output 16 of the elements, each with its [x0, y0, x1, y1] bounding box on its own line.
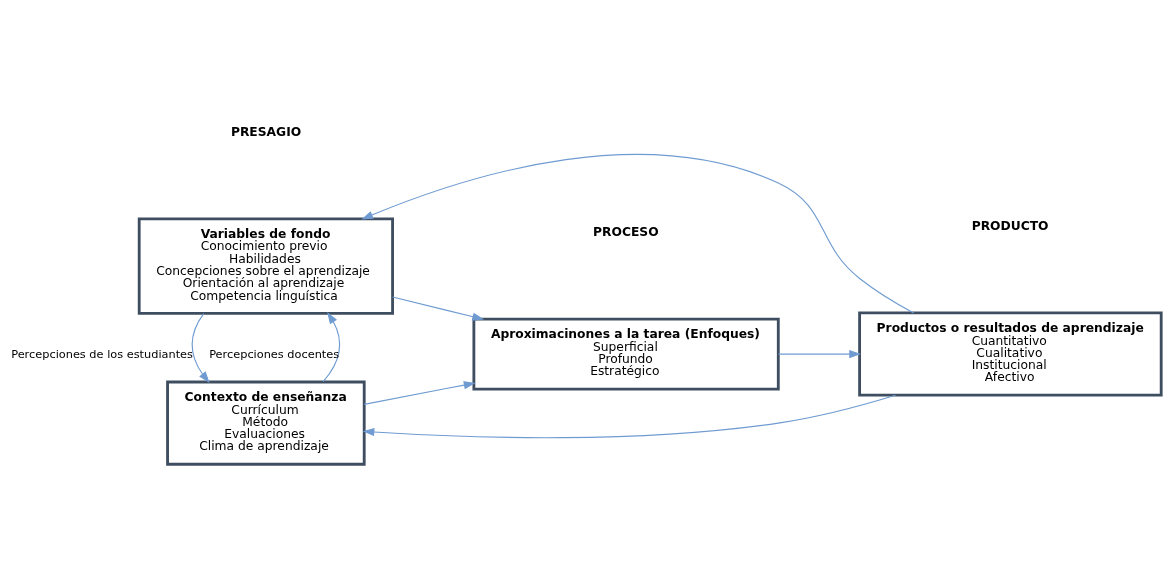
arrow: [363, 380, 476, 405]
arrow: [191, 312, 210, 383]
node-box: Contexto de enseñanza Currículum Método Evaluaciones Clima de aprendizaje: [166, 380, 366, 466]
arrow: [777, 349, 861, 358]
node-box: Aproximacinones a la tarea (Enfoques) Superficial Profundo Estratégico: [472, 317, 780, 390]
arrow: [361, 153, 915, 313]
arrow: [392, 295, 485, 321]
node-box: Variables de fondo Conocimiento previo Habilidades Concepciones sobre el aprendizaje Orientación al aprendizaje Competencia linguística: [137, 216, 394, 315]
label: PROCESO: [592, 224, 659, 239]
arrow: [362, 394, 896, 438]
label: PRESAGIO: [230, 124, 302, 139]
node-box: Productos o resultados de aprendizaje Cuantitativo Cualitativo Institucional Afectivo: [858, 311, 1163, 397]
label: PRODUCTO: [971, 218, 1049, 233]
arrow: [322, 311, 341, 382]
edge-label: Percepciones docentes: [209, 346, 340, 361]
edge-label: Percepciones de los estudiantes: [11, 346, 193, 361]
